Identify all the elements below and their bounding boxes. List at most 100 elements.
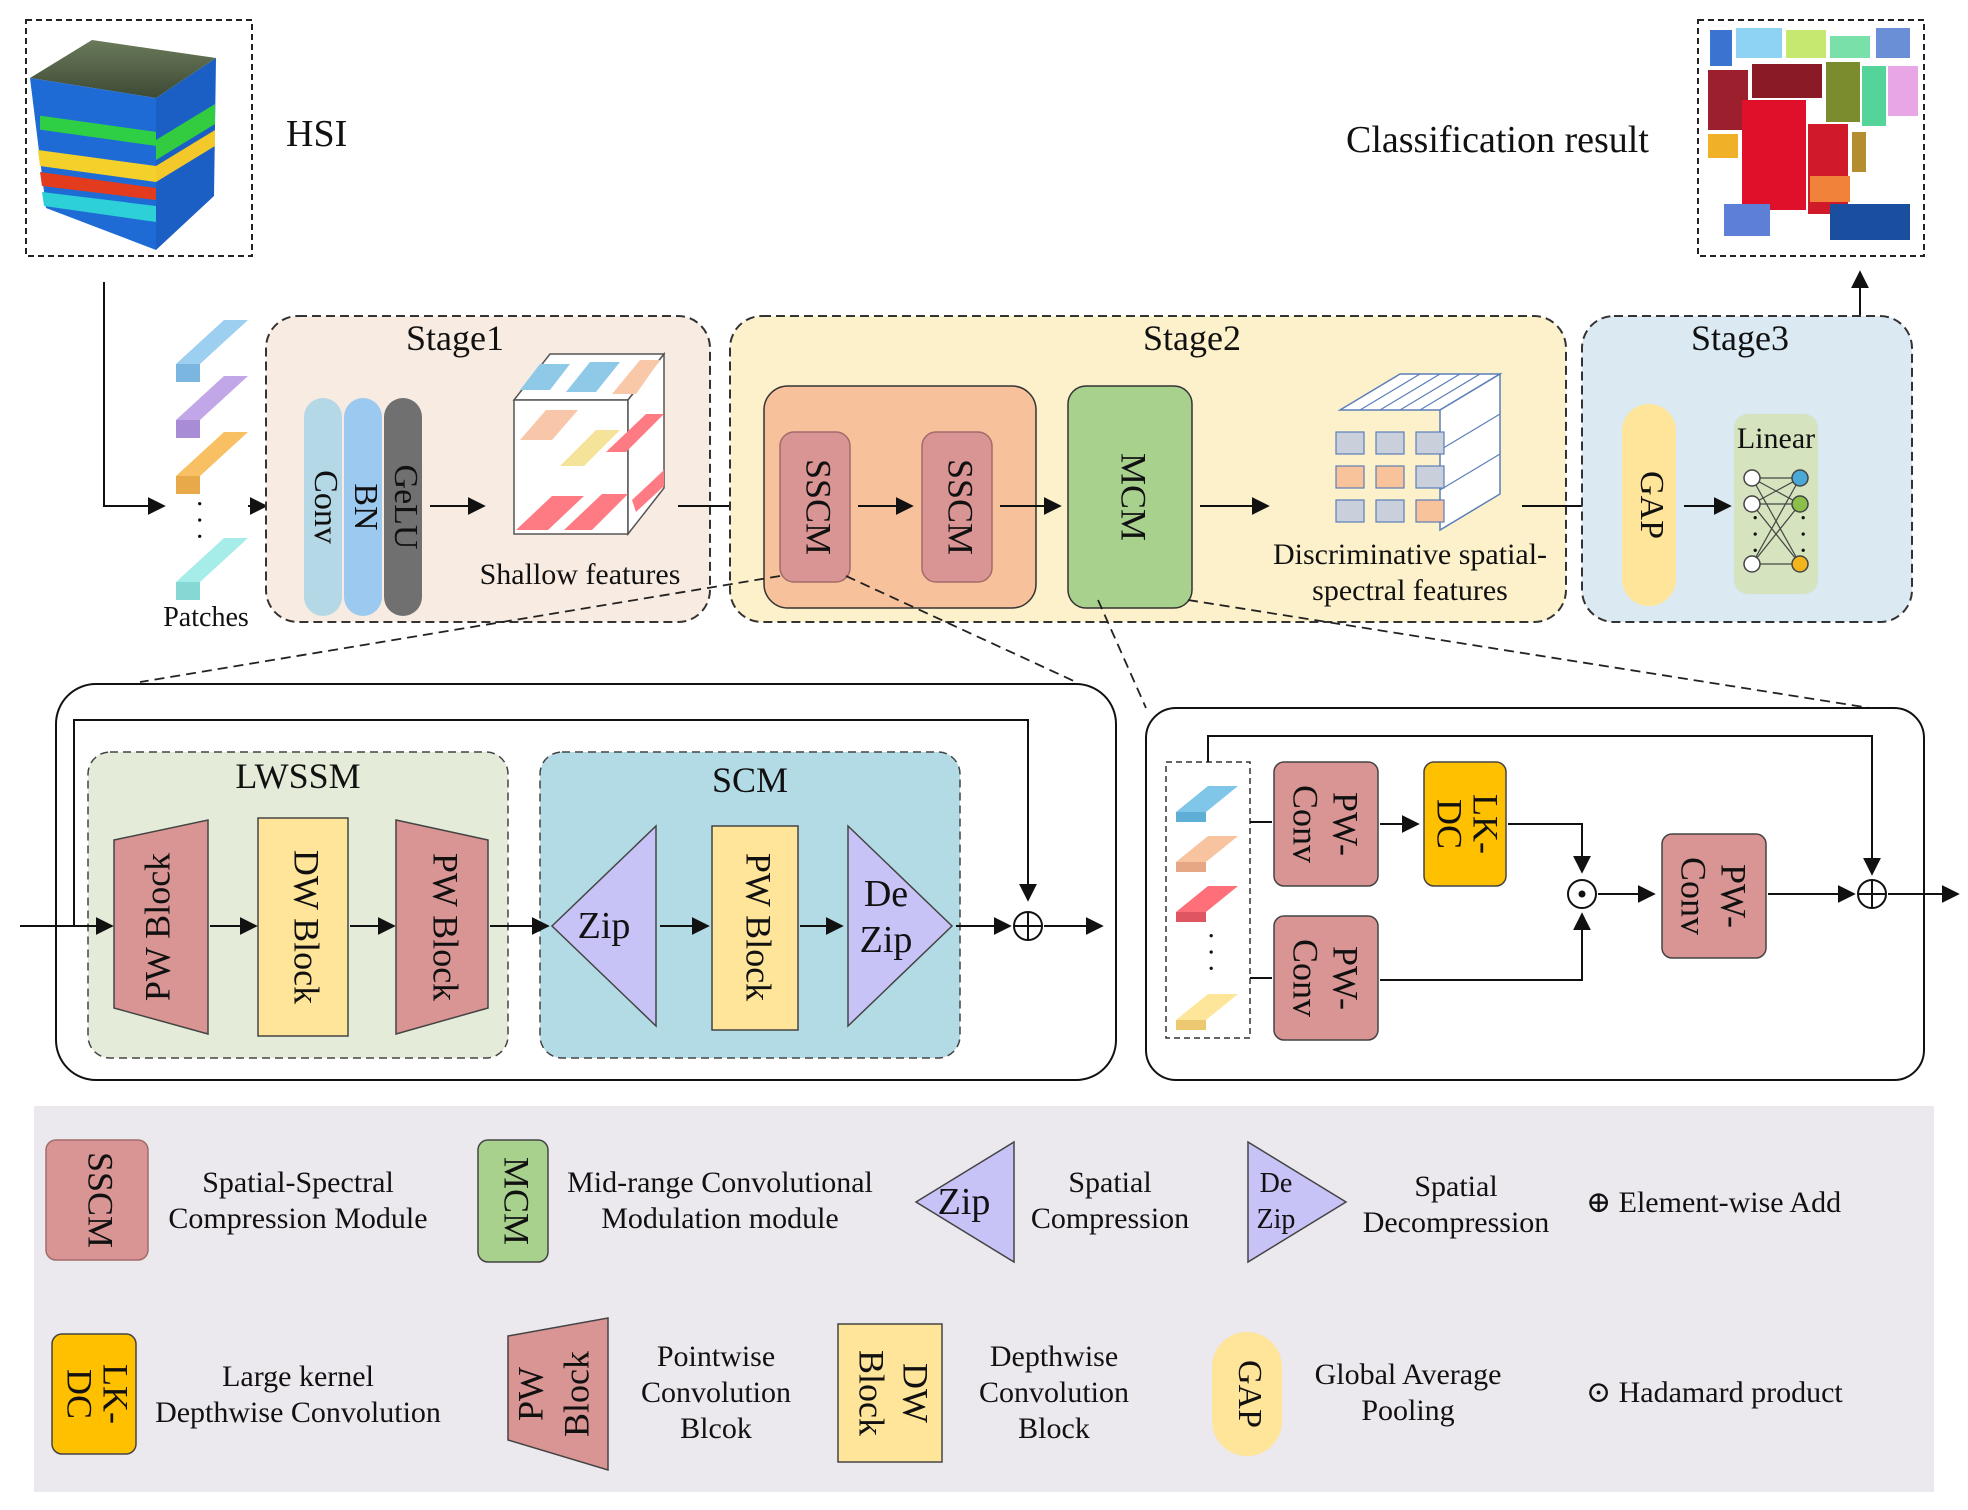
legend-mcm-line2: Modulation module: [601, 1202, 838, 1235]
legend-pw-block-icon: [507, 1317, 609, 1472]
legend-sscm-icon-label: SSCM: [81, 1152, 121, 1248]
grid-line: [1379, 373, 1441, 411]
patch: [176, 582, 200, 600]
gap-label: GAP: [1633, 471, 1670, 539]
class-patch: [1708, 134, 1738, 158]
dezip-block: [847, 824, 954, 1028]
mcm-detail-panel: · · · PW- Conv LK- DC PW- Conv PW- Conv: [1145, 707, 1960, 1081]
shallow-features-label: Shallow features: [480, 558, 681, 591]
feature-slab: [520, 364, 570, 390]
legend-gap-icon-label: GAP: [1231, 1360, 1268, 1428]
discriminative-label-line2: spectral features: [1312, 574, 1508, 607]
legend-gap-line2: Pooling: [1361, 1394, 1454, 1427]
pw-block-1-label: PW Block: [137, 853, 177, 1001]
class-patch: [1862, 66, 1886, 126]
classification-result-label: Classification result: [1346, 119, 1649, 161]
patches-label: Patches: [163, 602, 249, 633]
conv-label: Conv: [307, 470, 344, 544]
legend-mcm-icon: [477, 1139, 549, 1263]
sscm-block-2-label: SSCM: [941, 459, 981, 555]
dezip-label-line2: Zip: [860, 919, 913, 961]
hsi-band: [40, 172, 156, 200]
hsi-cube-top: [30, 40, 216, 98]
pw-conv-3-label-b: Conv: [1674, 857, 1714, 935]
feature-cell: [1375, 431, 1405, 455]
input-neuron: [1743, 495, 1761, 513]
class-patch: [1852, 132, 1866, 172]
feature-cell: [1375, 499, 1405, 523]
legend-lkdc-icon-label1: LK-: [96, 1364, 136, 1424]
patch: [1176, 862, 1206, 872]
legend-mcm-line1: Mid-range Convolutional: [567, 1166, 873, 1199]
result-panel: Classification result: [1346, 19, 1925, 257]
legend-gap-line1: Global Average: [1315, 1358, 1502, 1391]
gelu-label: GeLU: [387, 465, 424, 550]
zoom-line: [845, 575, 1077, 683]
patch: [1176, 886, 1238, 912]
hadamard-dot: [1578, 890, 1586, 898]
legend-dw-line2: Convolution: [979, 1376, 1129, 1409]
grid-line: [1439, 453, 1501, 491]
feature-cell: [1415, 431, 1445, 455]
class-patch: [1752, 64, 1822, 98]
pw-block-2-label: PW Block: [426, 853, 466, 1001]
hsi-band: [42, 192, 156, 222]
legend-lkdc-line1: Large kernel: [222, 1360, 374, 1393]
feature-cell: [1335, 465, 1365, 489]
legend-pw-line3: Blcok: [680, 1412, 752, 1445]
grid-line: [1419, 373, 1481, 411]
mcm-patch-dots: · · ·: [1195, 931, 1226, 973]
sscm-block-1-label: SSCM: [799, 459, 839, 555]
lk-dc-label-a: LK-: [1466, 794, 1506, 854]
legend-lkdc-icon: [51, 1333, 137, 1455]
patch: [1176, 994, 1238, 1020]
feature-slab: [612, 360, 660, 394]
class-patch: [1736, 28, 1782, 58]
dezip-label-line1: De: [864, 873, 908, 915]
legend-pw-icon-label2: Block: [556, 1351, 596, 1437]
sscm-detail-panel: LWSSM SCM PW Block DW Block PW Block Zip…: [20, 683, 1117, 1081]
hsi-panel: HSI: [25, 19, 347, 257]
legend-mcm-icon-label: MCM: [497, 1157, 537, 1245]
patch: [1176, 786, 1238, 812]
output-neuron: [1791, 495, 1809, 513]
pw-conv-2: [1273, 915, 1379, 1041]
class-patch: [1826, 62, 1860, 122]
zip-label: Zip: [578, 905, 631, 947]
legend-lkdc-icon-label2: DC: [60, 1369, 100, 1419]
result-frame: [1697, 19, 1925, 257]
feature-cell: [1335, 499, 1365, 523]
scm-title: SCM: [712, 760, 788, 800]
feature-cell: [1335, 431, 1365, 455]
pw-conv-1-label-b: Conv: [1286, 785, 1326, 863]
legend-dw-icon-label1: DW: [896, 1363, 936, 1423]
feature-cell: [1375, 465, 1405, 489]
patch: [176, 476, 200, 494]
class-patch: [1710, 30, 1732, 66]
mcm-block: [1067, 385, 1193, 609]
pw2-to-hadamard-arrow: [1380, 912, 1591, 981]
hsi-band: [38, 150, 156, 182]
cube-front: [513, 399, 629, 535]
mcm-residual-arrow: [1207, 735, 1881, 876]
zoom-line: [139, 575, 781, 683]
legend-pw-icon-label1: PW: [510, 1367, 550, 1421]
lk-dc-block: [1423, 761, 1507, 887]
legend-zip-icon: [914, 1140, 1015, 1264]
legend-dezip-line2: Decompression: [1363, 1206, 1550, 1239]
neuron-dots: · · ·: [1739, 513, 1770, 555]
bn-layer: [344, 398, 382, 616]
patches-dots: · · ·: [183, 499, 214, 541]
pw-conv-3: [1661, 833, 1767, 959]
legend-dezip-icon-label1: De: [1260, 1168, 1293, 1199]
patch: [1176, 1020, 1206, 1030]
patch: [176, 376, 248, 420]
class-patch: [1876, 28, 1910, 58]
feature-slab: [520, 410, 578, 440]
patch: [176, 538, 248, 582]
hsi-band: [156, 130, 215, 182]
patches-stack: · · · Patches: [163, 320, 249, 633]
class-patch: [1888, 66, 1918, 116]
input-neuron: [1743, 469, 1761, 487]
